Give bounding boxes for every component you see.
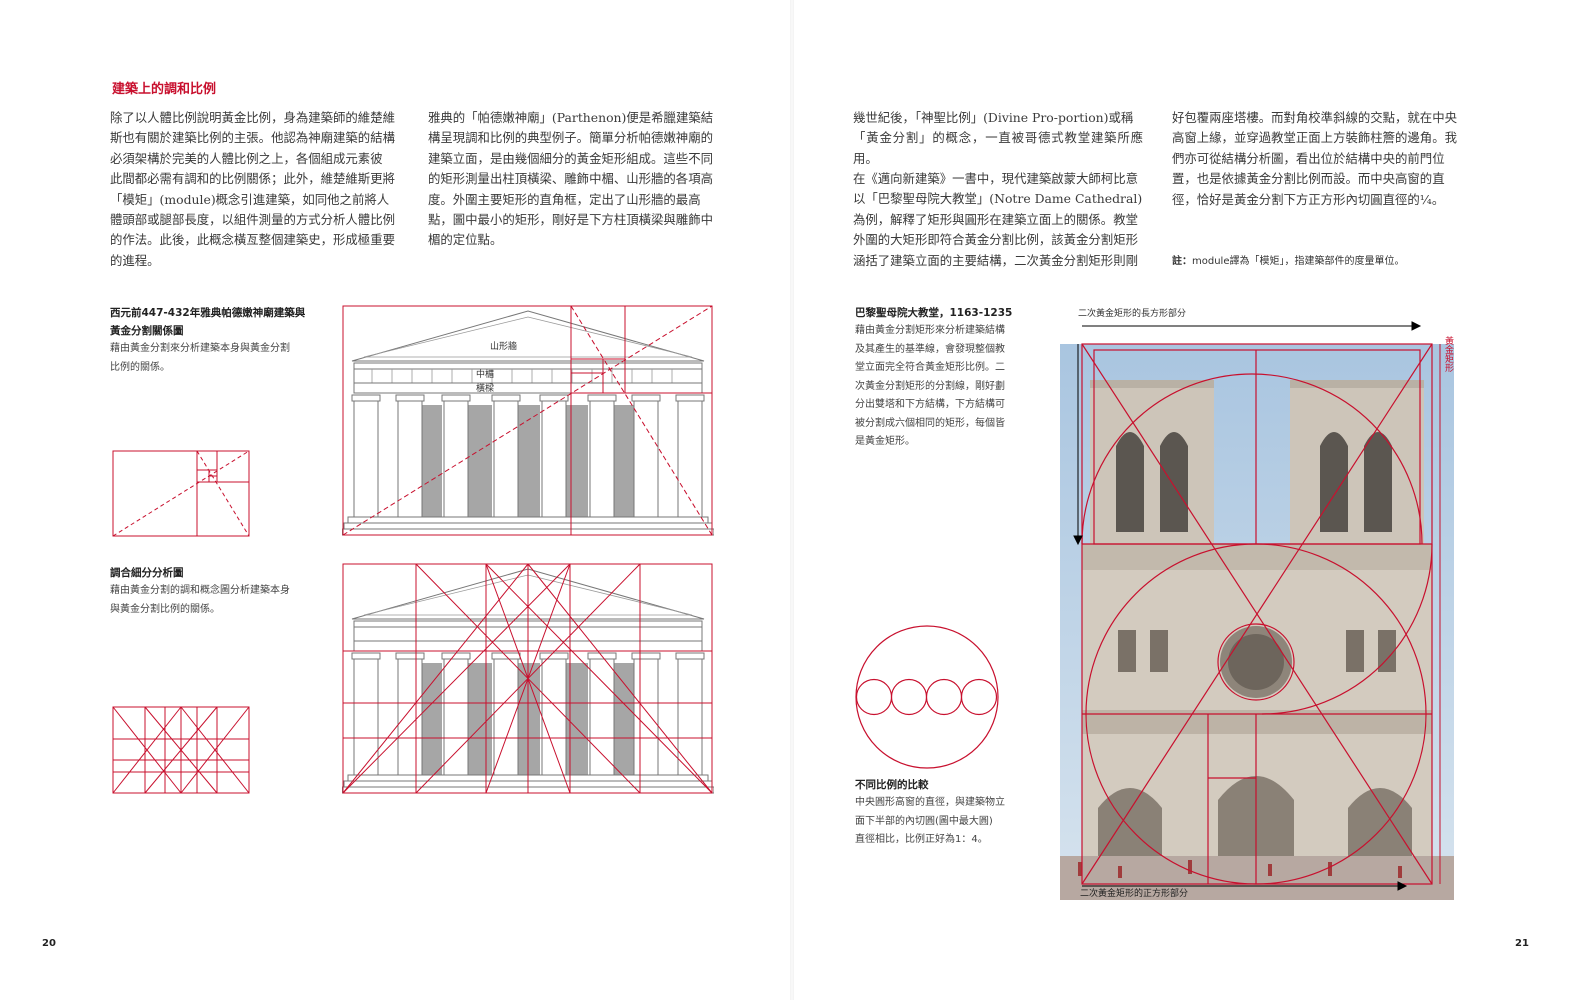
caption-harmonic-body: 藉由黃金分割的調和概念圖分析建築本身 與黃金分割比例的關係。 — [110, 585, 290, 615]
caption-harmonic-title: 調合細分分析圖 — [110, 567, 184, 579]
paragraph-col2: 雅典的「帕德嫩神廟」(Parthenon)便是希臘建築結 構呈現調和比例的典型例… — [428, 110, 714, 248]
notre-dame-overlay — [1081, 343, 1433, 885]
footnote: 註：module譯為「模矩」，指建築部件的度量單位。 — [1172, 252, 1404, 267]
parthenon-drawing-1 — [342, 310, 714, 536]
caption-notre-dame-body: 藉由黃金分割矩形來分析建築結構 及其產生的基準線，會發現整個教 堂立面完全符合黃… — [855, 325, 1005, 447]
label-architrave: 橫樑 — [476, 382, 494, 394]
harmonic-grid-thumbnail — [112, 706, 250, 794]
footnote-text: module譯為「模矩」，指建築部件的度量單位。 — [1192, 256, 1405, 267]
circle-ratio-diagram — [855, 625, 999, 769]
caption-circles-title: 不同比例的比較 — [855, 779, 929, 791]
section-heading: 建築上的調和比例 — [112, 82, 217, 97]
notre-dame-photo — [1060, 344, 1454, 900]
golden-rect-thumbnail — [112, 450, 250, 537]
caption-parthenon-body: 藉由黃金分割來分析建築本身與黃金分割 比例的關係。 — [110, 343, 290, 373]
label-pediment: 山形牆 — [490, 340, 517, 352]
label-secondary-long: 二次黃金矩形的長方形部分 — [1078, 307, 1186, 319]
paragraph-col1: 除了以人體比例說明黃金比例，身為建築師的維楚維 斯也有關於建築比例的主張。他認為… — [110, 110, 395, 268]
caption-circles: 不同比例的比較 中央圓形高窗的直徑，與建築物立 面下半部的內切圓(圖中最大圓) … — [855, 776, 1045, 850]
footnote-label: 註： — [1172, 256, 1192, 267]
parthenon-harmonic-diagram — [342, 563, 714, 794]
page-number-left: 20 — [42, 938, 56, 949]
parthenon-golden-diagram: 山形牆 中楣 橫樑 — [342, 305, 714, 536]
label-golden-rect: 黃金矩形 — [1443, 335, 1454, 373]
caption-notre-dame: 巴黎聖母院大教堂，1163-1235 藉由黃金分割矩形來分析建築結構 及其產生的… — [855, 304, 1045, 452]
golden-overlay-1 — [342, 305, 713, 536]
page-number-right: 21 — [1515, 938, 1529, 949]
label-frieze: 中楣 — [476, 368, 494, 380]
caption-parthenon: 西元前447-432年雅典帕德嫩神廟建築與 黃金分割關係圖 藉由黃金分割來分析建… — [110, 304, 330, 377]
paragraph-col3a: 幾世紀後，「神聖比例」(Divine Pro-portion)或稱 「黃金分割」… — [853, 110, 1143, 166]
paragraph-col4: 好包覆兩座塔樓。而對角校準斜線的交點，就在中央 高窗上緣，並穿過教堂正面上方裝飾… — [1172, 110, 1457, 207]
paragraph-col3b: 在《邁向新建築》一書中，現代建築啟蒙大師柯比意 以「巴黎聖母院大教堂」(Notr… — [853, 171, 1143, 268]
label-secondary-square: 二次黃金矩形的正方形部分 — [1080, 887, 1188, 899]
caption-harmonic: 調合細分分析圖 藉由黃金分割的調和概念圖分析建築本身 與黃金分割比例的關係。 — [110, 564, 330, 619]
caption-circles-body: 中央圓形高窗的直徑，與建築物立 面下半部的內切圓(圖中最大圓) 直徑相比，比例正… — [855, 797, 1005, 845]
harmonic-overlay — [342, 563, 713, 794]
caption-notre-dame-title: 巴黎聖母院大教堂，1163-1235 — [855, 307, 1013, 319]
caption-parthenon-title: 西元前447-432年雅典帕德嫩神廟建築與 黃金分割關係圖 — [110, 307, 306, 337]
notre-dame-diagram: 二次黃金矩形的長方形部分 二次黃金矩形的正方形部分 黃金矩形 — [1060, 307, 1454, 900]
book-gutter — [790, 0, 794, 1000]
